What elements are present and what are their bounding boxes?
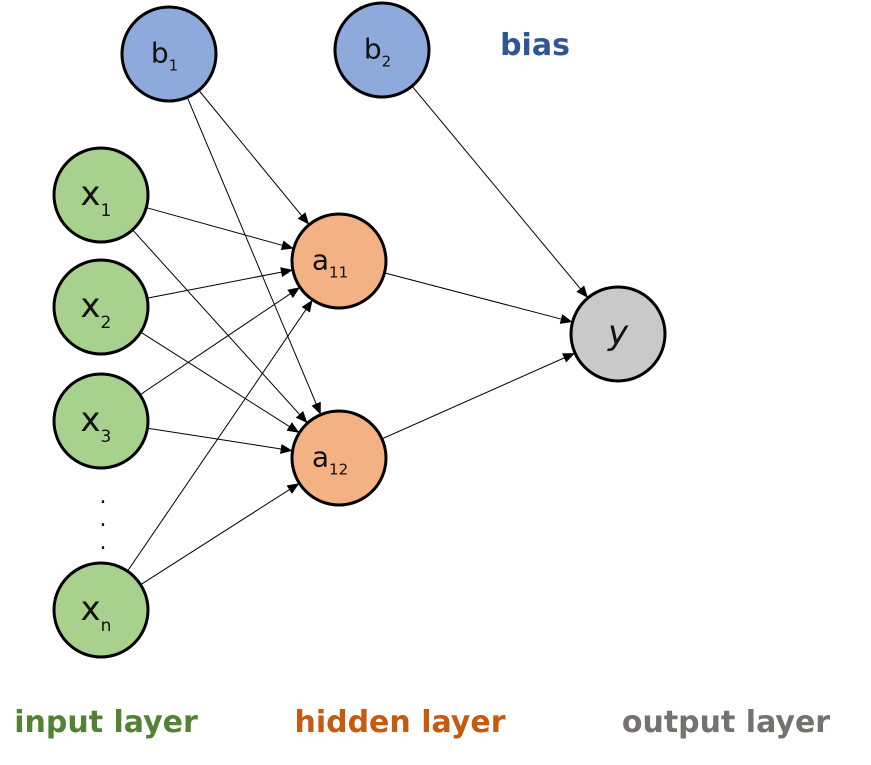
node-circle-b2	[333, 1, 431, 99]
node-circle-b1	[120, 5, 218, 103]
node-label-x3: x3	[80, 400, 111, 447]
node-sub-x3: 3	[101, 427, 112, 447]
edge-x2-to-a12	[137, 330, 300, 433]
ellipsis-dot-2: .	[100, 507, 107, 532]
node-x3: x3	[52, 372, 150, 470]
node-label-y: y	[607, 313, 629, 353]
node-main-a12: a	[312, 440, 329, 473]
node-circle-x3	[52, 372, 150, 470]
edge-a11-to-y	[381, 271, 573, 324]
edge-x3-to-a11	[137, 287, 301, 397]
edge-xn-to-a12	[137, 483, 300, 587]
node-main-x2: x	[80, 286, 100, 326]
edge-x1-to-a12	[130, 227, 308, 424]
edge-b2-to-y	[409, 83, 588, 298]
node-label-b1: b1	[151, 36, 178, 74]
node-sub-a11: 11	[329, 263, 348, 281]
node-circle-a11	[290, 212, 388, 310]
node-a12: a12	[290, 409, 388, 507]
edge-x2-to-a11	[144, 267, 293, 300]
node-b2: b2	[333, 1, 431, 99]
node-sub-xn: n	[101, 616, 112, 636]
node-a11: a11	[290, 212, 388, 310]
node-main-b1: b	[151, 36, 169, 69]
node-circle-y	[569, 285, 667, 383]
node-label-a11: a11	[312, 243, 348, 281]
node-label-x1: x1	[80, 174, 111, 221]
node-main-b2: b	[364, 32, 382, 65]
node-circle-x2	[52, 258, 150, 356]
edge-x1-to-a11	[143, 206, 294, 251]
node-circle-a12	[290, 409, 388, 507]
edge-b1-to-a11	[196, 87, 310, 225]
edge-b1-to-a12	[185, 94, 321, 415]
bias-label: bias	[500, 28, 570, 63]
node-label-x2: x2	[80, 286, 111, 333]
node-sub-a12: 12	[329, 460, 348, 478]
node-main-x1: x	[80, 174, 100, 214]
node-main-y: y	[607, 313, 629, 353]
node-sub-b2: 2	[382, 52, 392, 70]
node-sub-x2: 2	[101, 313, 112, 333]
node-label-xn: xn	[80, 589, 111, 636]
node-b1: b1	[120, 5, 218, 103]
node-xn: xn	[52, 561, 150, 659]
node-circle-x1	[52, 146, 150, 244]
ellipsis: . . .	[100, 484, 107, 555]
node-sub-b1: 1	[169, 56, 179, 74]
node-label-a12: a12	[312, 440, 348, 478]
node-label-b2: b2	[364, 32, 391, 70]
ellipsis-dot-3: .	[100, 530, 107, 555]
node-y: y	[569, 285, 667, 383]
edge-xn-to-a11	[125, 299, 313, 574]
edge-a12-to-y	[378, 353, 576, 441]
hidden-layer-label: hidden layer	[294, 705, 505, 740]
node-x1: x1	[52, 146, 150, 244]
node-main-a11: a	[312, 243, 329, 276]
input-layer-label: input layer	[14, 705, 198, 740]
node-x2: x2	[52, 258, 150, 356]
ellipsis-dot-1: .	[100, 484, 107, 509]
node-main-xn: x	[80, 589, 100, 629]
node-main-x3: x	[80, 400, 100, 440]
edges	[125, 83, 588, 587]
output-layer-label: output layer	[622, 705, 830, 740]
node-circle-xn	[52, 561, 150, 659]
node-sub-x1: 1	[101, 201, 112, 221]
